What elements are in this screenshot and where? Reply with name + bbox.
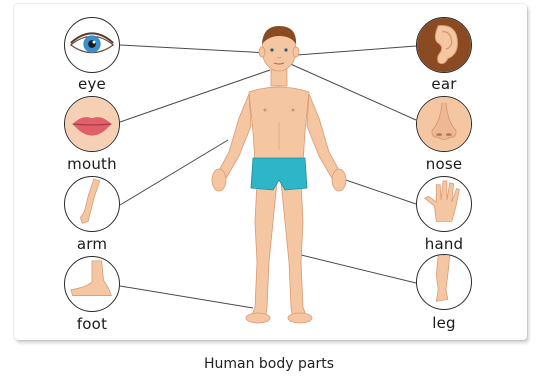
ear-circle — [416, 17, 472, 73]
boy-figure — [205, 22, 353, 327]
label-foot: foot — [52, 315, 132, 333]
nose-circle — [416, 96, 472, 152]
mouth-icon — [65, 97, 119, 151]
foot-icon — [65, 257, 119, 311]
hand-icon — [417, 177, 471, 231]
leg-icon — [417, 255, 471, 309]
ear-icon — [417, 18, 471, 72]
hand-circle — [416, 176, 472, 232]
nose-icon — [417, 97, 471, 151]
eye-icon — [65, 18, 119, 72]
figure-caption: Human body parts — [0, 356, 538, 372]
label-arm: arm — [52, 235, 132, 253]
label-nose: nose — [404, 155, 484, 173]
label-eye: eye — [52, 75, 132, 93]
eye-circle — [64, 17, 120, 73]
arm-icon — [65, 177, 119, 231]
mouth-circle — [64, 96, 120, 152]
label-leg: leg — [404, 314, 484, 332]
label-mouth: mouth — [52, 155, 132, 173]
leg-circle — [416, 254, 472, 310]
foot-circle — [64, 256, 120, 312]
label-hand: hand — [404, 235, 484, 253]
label-ear: ear — [404, 75, 484, 93]
arm-circle — [64, 176, 120, 232]
